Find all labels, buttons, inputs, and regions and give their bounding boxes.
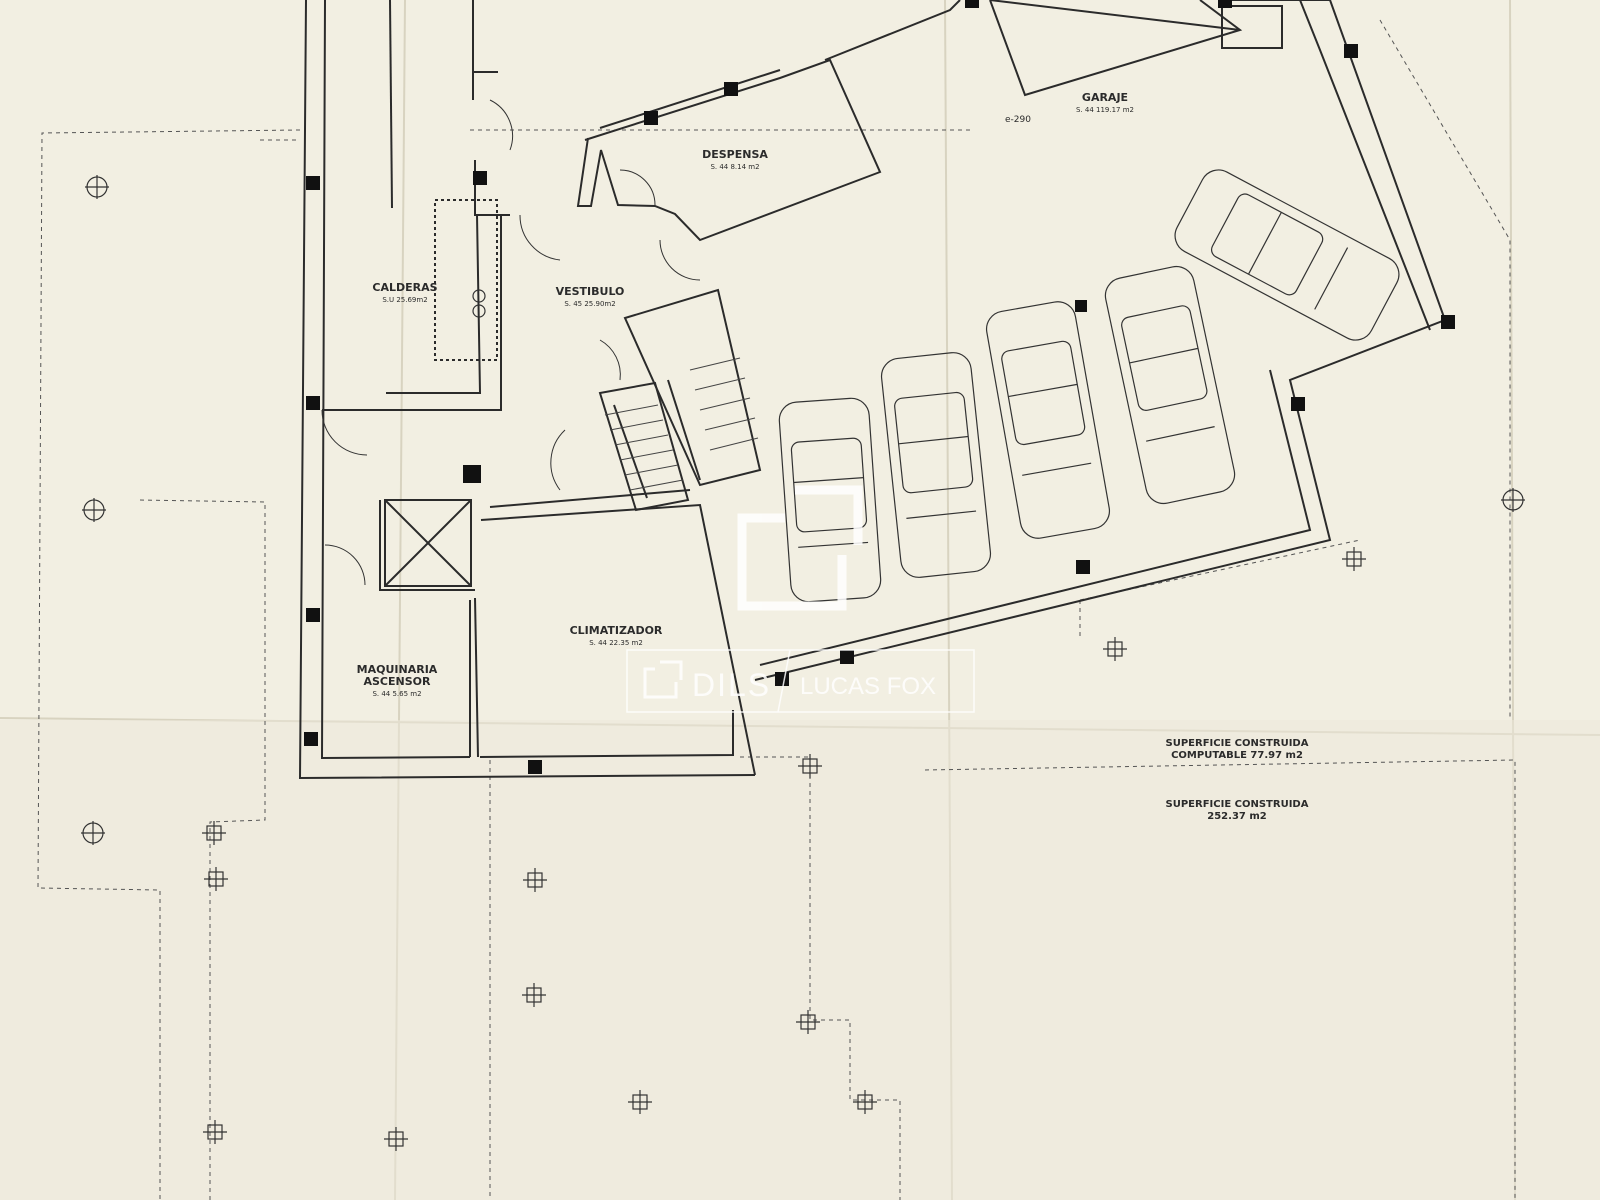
room-name-calderas: CALDERAS	[372, 281, 437, 294]
watermark-logo-mark	[737, 485, 863, 611]
room-area-maquinaria: S. 44 5.65 m2	[372, 690, 421, 698]
stair-treads	[604, 357, 759, 491]
pillar-marker	[798, 754, 822, 778]
surface-total-line1: SUPERFICIE CONSTRUIDA	[1166, 799, 1309, 810]
pillar-marker	[853, 1090, 877, 1114]
room-name-maquinaria-line1: MAQUINARIA	[357, 663, 438, 676]
level-note: e-290	[1005, 115, 1031, 125]
site-outline-dashed	[37, 19, 1516, 1200]
room-area-despensa: S. 44 8.14 m2	[710, 163, 759, 171]
room-area-garaje: S. 44 119.17 m2	[1076, 106, 1134, 114]
surface-computable-line2: COMPUTABLE 77.97 m2	[1171, 750, 1303, 761]
pillar-marker	[204, 867, 228, 891]
pillar-marker	[522, 983, 546, 1007]
car-outline	[880, 352, 992, 578]
watermark-brand-right: LUCAS FOX	[800, 673, 936, 700]
pillar-marker	[796, 1010, 820, 1034]
column-marker	[81, 821, 105, 845]
boiler-symbols	[472, 289, 486, 318]
garage-cars	[778, 169, 1400, 603]
surface-computable-line1: SUPERFICIE CONSTRUIDA	[1166, 738, 1309, 749]
room-labels: CALDERAS S.U 25.69m2 VESTIBULO S. 45 25.…	[357, 91, 1134, 698]
room-name-maquinaria-line2: ASCENSOR	[364, 675, 432, 688]
pillar-marker	[628, 1090, 652, 1114]
room-area-climatizador: S. 44 22.35 m2	[589, 639, 643, 647]
column-markers	[81, 175, 1525, 845]
car-outline	[985, 301, 1111, 539]
pillar-marker	[202, 821, 226, 845]
watermark-brand-left: DILS	[692, 667, 771, 703]
watermark-banner	[626, 649, 975, 713]
column-marker	[82, 498, 106, 522]
pillar-marker	[203, 1120, 227, 1144]
watermark: DILS LUCAS FOX	[626, 485, 975, 713]
surface-total-line2: 252.37 m2	[1207, 811, 1266, 822]
car-outline	[1104, 265, 1236, 505]
pillar-markers	[202, 547, 1366, 1151]
watermark-small-mark	[643, 660, 683, 699]
room-name-despensa: DESPENSA	[702, 148, 768, 161]
room-area-calderas: S.U 25.69m2	[382, 296, 427, 304]
column-marker	[1501, 488, 1525, 512]
pillar-marker	[523, 868, 547, 892]
room-area-vestibulo: S. 45 25.90m2	[564, 300, 615, 308]
walls	[298, 0, 1447, 780]
room-name-garaje: GARAJE	[1082, 91, 1128, 104]
room-name-climatizador: CLIMATIZADOR	[570, 624, 663, 637]
room-name-vestibulo: VESTIBULO	[556, 285, 625, 298]
pillar-marker	[384, 1127, 408, 1151]
surface-summary: SUPERFICIE CONSTRUIDA COMPUTABLE 77.97 m…	[1166, 738, 1309, 822]
door-swings	[321, 99, 701, 586]
car-outline	[778, 397, 882, 603]
pillar-marker	[1342, 547, 1366, 571]
column-marker	[85, 175, 109, 199]
pillar-marker	[1103, 637, 1127, 661]
car-outline	[1174, 169, 1400, 341]
